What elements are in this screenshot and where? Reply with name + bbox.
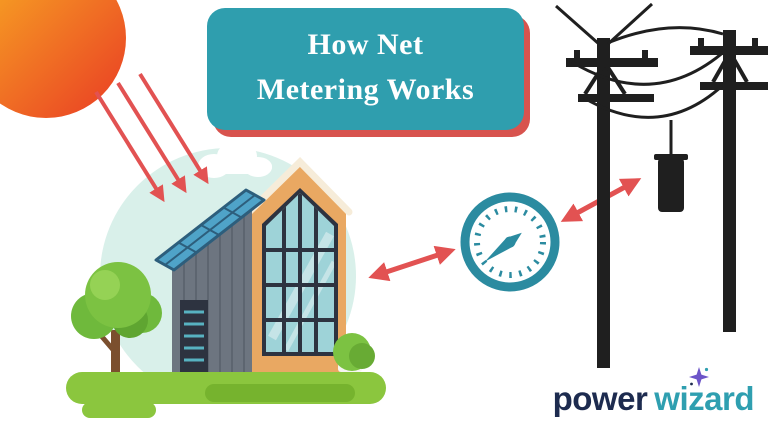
- house-illustration: [154, 157, 362, 372]
- grass: [66, 372, 386, 418]
- power-line-wires: [555, 2, 727, 154]
- sun-ray-arrow: [138, 72, 209, 185]
- solar-panels: [154, 188, 266, 272]
- pole-right: [723, 30, 736, 332]
- brand-logo: power wizard: [552, 367, 754, 418]
- logo-word-power: power: [552, 380, 648, 417]
- meter-gauge-icon: [460, 192, 560, 292]
- sun-ray-arrow: [94, 90, 165, 203]
- title-line-2: Metering Works: [256, 73, 475, 106]
- logo-sparkle-icon: [688, 367, 709, 387]
- meter-hub: [504, 236, 516, 248]
- cloud-icon: [198, 141, 272, 178]
- logo-word-wizard: wizard: [654, 380, 754, 417]
- roof-trim: [245, 157, 353, 216]
- transformer-icon: [658, 158, 684, 212]
- tree-icon: [71, 262, 162, 378]
- title-line-1: How Net: [307, 28, 424, 61]
- pole-left: [597, 38, 610, 368]
- meter-ticks: [474, 206, 546, 278]
- bush-icon: [333, 333, 375, 371]
- title-box: How Net Metering Works: [207, 8, 524, 130]
- house-scene: [66, 141, 386, 418]
- power-pole-icon: [555, 2, 768, 368]
- house-window-wall: [262, 188, 338, 356]
- sun-ray-arrows: [94, 72, 209, 203]
- house-wall-left: [172, 200, 252, 372]
- energy-flow-arrow-house-meter: [368, 245, 456, 282]
- sun-icon: [0, 0, 126, 118]
- sun-ray-arrow: [116, 81, 187, 194]
